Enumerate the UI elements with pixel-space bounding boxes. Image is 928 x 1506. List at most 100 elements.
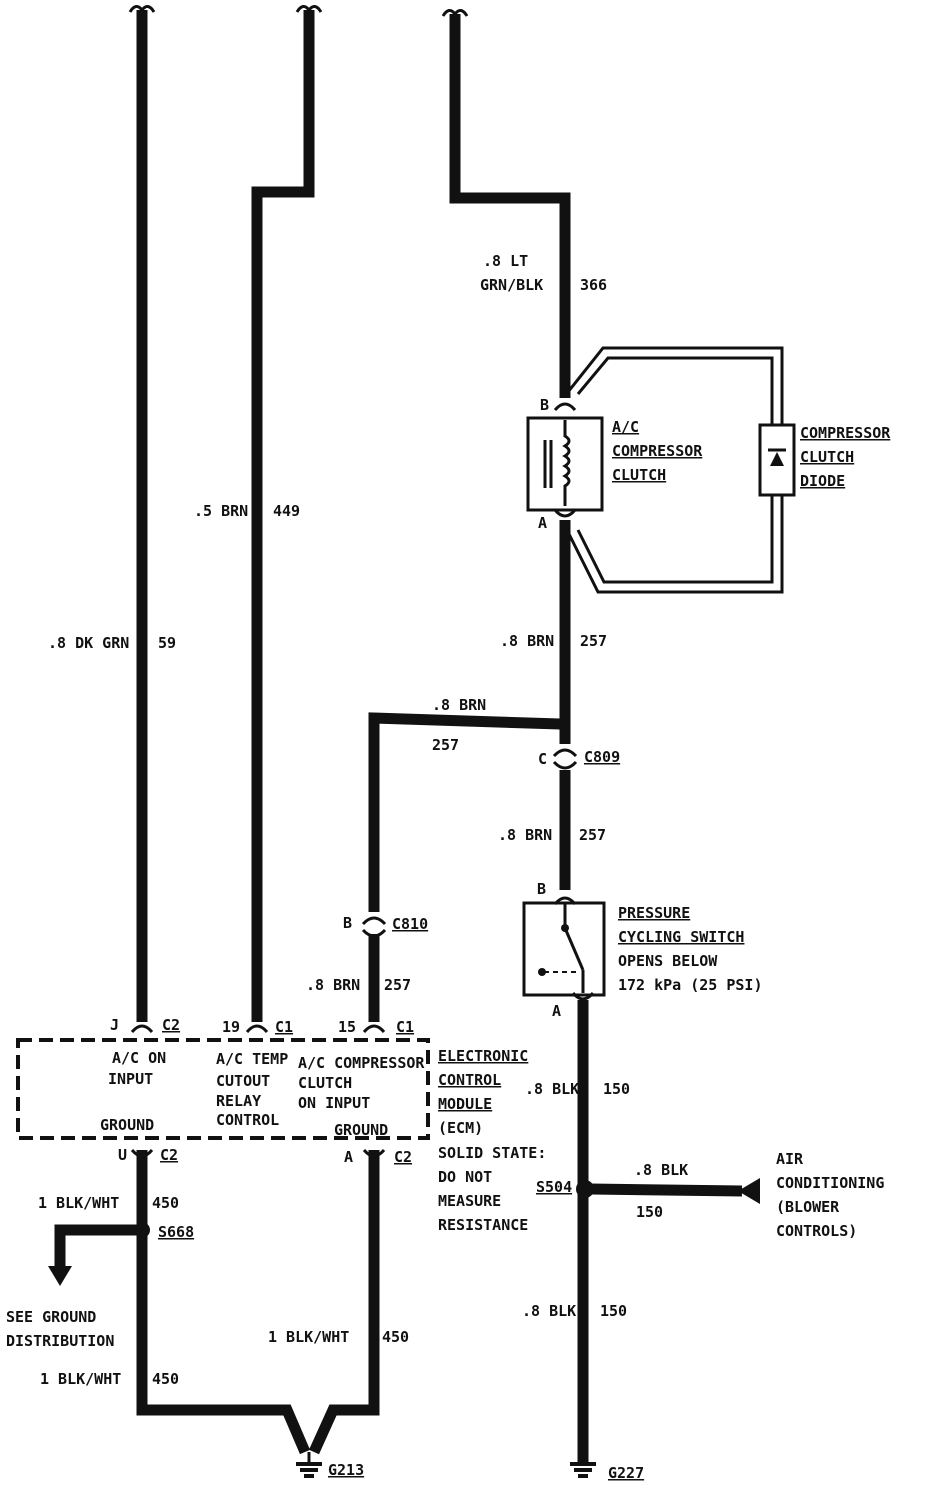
ecm-pin-u: U — [118, 1146, 127, 1164]
wire-terminations — [128, 5, 469, 17]
ecm-note-1: SOLID STATE: — [438, 1144, 546, 1162]
diode-label-2: CLUTCH — [800, 448, 854, 466]
switch-arm — [563, 927, 585, 971]
ecm-pin-a-arc — [362, 1148, 386, 1158]
ecm-fn-temp-1: A/C TEMP — [216, 1050, 288, 1068]
clutch-pin-b-label: B — [540, 396, 549, 414]
splice-s668 — [134, 1222, 150, 1238]
w59-color: .8 DK GRN — [48, 634, 129, 652]
clutch-label-3: CLUTCH — [612, 466, 666, 484]
w449-color: .5 BRN — [194, 502, 248, 520]
ecm-pin-a: A — [344, 1148, 353, 1166]
switch-contact — [538, 968, 546, 976]
switch-pin-a-arc — [571, 991, 595, 1001]
ground-g213: G213 — [296, 1452, 364, 1479]
switch-pin-b-label: B — [537, 880, 546, 898]
switch-spec-1: OPENS BELOW — [618, 952, 718, 970]
wire-labels: .8 DK GRN 59 .5 BRN 449 .8 LT GRN/BLK 36… — [38, 252, 688, 1388]
compressor-diode: COMPRESSOR CLUTCH DIODE — [566, 346, 891, 594]
ecm-pin-15-conn: C1 — [396, 1018, 414, 1036]
clutch-pin-a-label: A — [538, 514, 547, 532]
ecm-abbr: (ECM) — [438, 1119, 483, 1137]
wire-see-ground — [54, 1224, 136, 1268]
diode-symbol — [770, 452, 784, 466]
splice-s668-label: S668 — [158, 1223, 194, 1241]
w449-circuit: 449 — [273, 502, 300, 520]
ecm-pin-19-conn: C1 — [275, 1018, 293, 1036]
air-cond-2: CONDITIONING — [776, 1174, 884, 1192]
see-ground-1: SEE GROUND — [6, 1308, 96, 1326]
air-cond-4: CONTROLS) — [776, 1222, 857, 1240]
air-cond-1: AIR — [776, 1150, 804, 1168]
c809-arc-top — [552, 748, 578, 758]
ecm-fn-acon-1: A/C ON — [112, 1049, 166, 1067]
splices: S504 S668 — [134, 1178, 594, 1241]
c809-arc-bottom — [552, 760, 578, 770]
wire-end-449 — [295, 5, 323, 13]
ecm-pin-u-arc — [130, 1148, 154, 1158]
g227-label: G227 — [608, 1464, 644, 1482]
w257-top-color: .8 BRN — [500, 632, 554, 650]
clutch-pin-b-arc — [553, 402, 577, 412]
connector-c809: C C809 — [538, 748, 620, 770]
ecm-fn-temp-4: CONTROL — [216, 1111, 279, 1129]
c809-name: C809 — [584, 748, 620, 766]
w257-mid-color: .8 BRN — [498, 826, 552, 844]
switch-spec-2: 172 kPa (25 PSI) — [618, 976, 763, 994]
wire-450-left — [136, 1150, 311, 1455]
ecm-fn-comp-2: CLUTCH — [298, 1074, 352, 1092]
w257-mid-circuit: 257 — [579, 826, 606, 844]
w150-b-circuit: 150 — [600, 1302, 627, 1320]
c810-name: C810 — [392, 915, 428, 933]
w59-circuit: 59 — [158, 634, 176, 652]
w366-circuit: 366 — [580, 276, 607, 294]
c809-pin: C — [538, 750, 547, 768]
c810-arc-bottom — [361, 928, 387, 938]
switch-label-1: PRESSURE — [618, 904, 690, 922]
connector-c810: B C810 — [343, 914, 428, 938]
ecm-note-4: RESISTANCE — [438, 1216, 528, 1234]
splice-s504-label: S504 — [536, 1178, 572, 1196]
ecm-fn-temp-3: RELAY — [216, 1092, 261, 1110]
switch-pin-b-arc — [553, 896, 577, 906]
ecm-pin-15: 15 — [338, 1018, 356, 1036]
w450-c-color: 1 BLK/WHT — [40, 1370, 121, 1388]
w150-b-color: .8 BLK — [522, 1302, 576, 1320]
w257-branch-circuit: 257 — [432, 736, 459, 754]
c810-arc-top — [361, 916, 387, 926]
clutch-coil — [562, 420, 571, 506]
w257-branch-color: .8 BRN — [432, 696, 486, 714]
diode-loop-inner — [576, 356, 774, 584]
ecm-note-2: DO NOT — [438, 1168, 492, 1186]
w257-ecm-color: .8 BRN — [306, 976, 360, 994]
ecm-pin-j-arc — [130, 1024, 154, 1034]
ecm-title-1: ELECTRONIC — [438, 1047, 528, 1065]
ecm-pin-15-arc — [362, 1024, 386, 1034]
wire-449 — [251, 10, 315, 1022]
w257-ecm-circuit: 257 — [384, 976, 411, 994]
ecm-fn-temp-2: CUTOUT — [216, 1072, 270, 1090]
air-cond-3: (BLOWER — [776, 1198, 840, 1216]
w450-c-circuit: 450 — [152, 1370, 179, 1388]
w366-color-2: GRN/BLK — [480, 276, 543, 294]
w366-color-1: .8 LT — [483, 252, 528, 270]
ecm: J C2 19 C1 15 C1 U C2 A C2 A/C ON INPUT … — [16, 1016, 546, 1234]
w450-b-circuit: 450 — [382, 1328, 409, 1346]
diode-label-3: DIODE — [800, 472, 845, 490]
ecm-fn-comp-1: A/C COMPRESSOR — [298, 1054, 425, 1072]
compressor-clutch: B A A/C COMPRESSOR CLUTCH — [526, 396, 703, 532]
blower-connection: AIR CONDITIONING (BLOWER CONTROLS) — [738, 1150, 884, 1240]
see-ground-distribution: SEE GROUND DISTRIBUTION — [6, 1266, 114, 1350]
see-ground-2: DISTRIBUTION — [6, 1332, 114, 1350]
diode-label-1: COMPRESSOR — [800, 424, 891, 442]
switch-label-2: CYCLING SWITCH — [618, 928, 744, 946]
ecm-pin-u-conn: C2 — [160, 1146, 178, 1164]
ground-g227: G227 — [570, 1462, 644, 1482]
ecm-pin-19-arc — [245, 1024, 269, 1034]
splice-s504 — [576, 1180, 594, 1198]
ecm-pin-a-conn: C2 — [394, 1148, 412, 1166]
ecm-fn-comp-3: ON INPUT — [298, 1094, 370, 1112]
ecm-note-3: MEASURE — [438, 1192, 501, 1210]
ecm-fn-ground-left: GROUND — [100, 1116, 154, 1134]
